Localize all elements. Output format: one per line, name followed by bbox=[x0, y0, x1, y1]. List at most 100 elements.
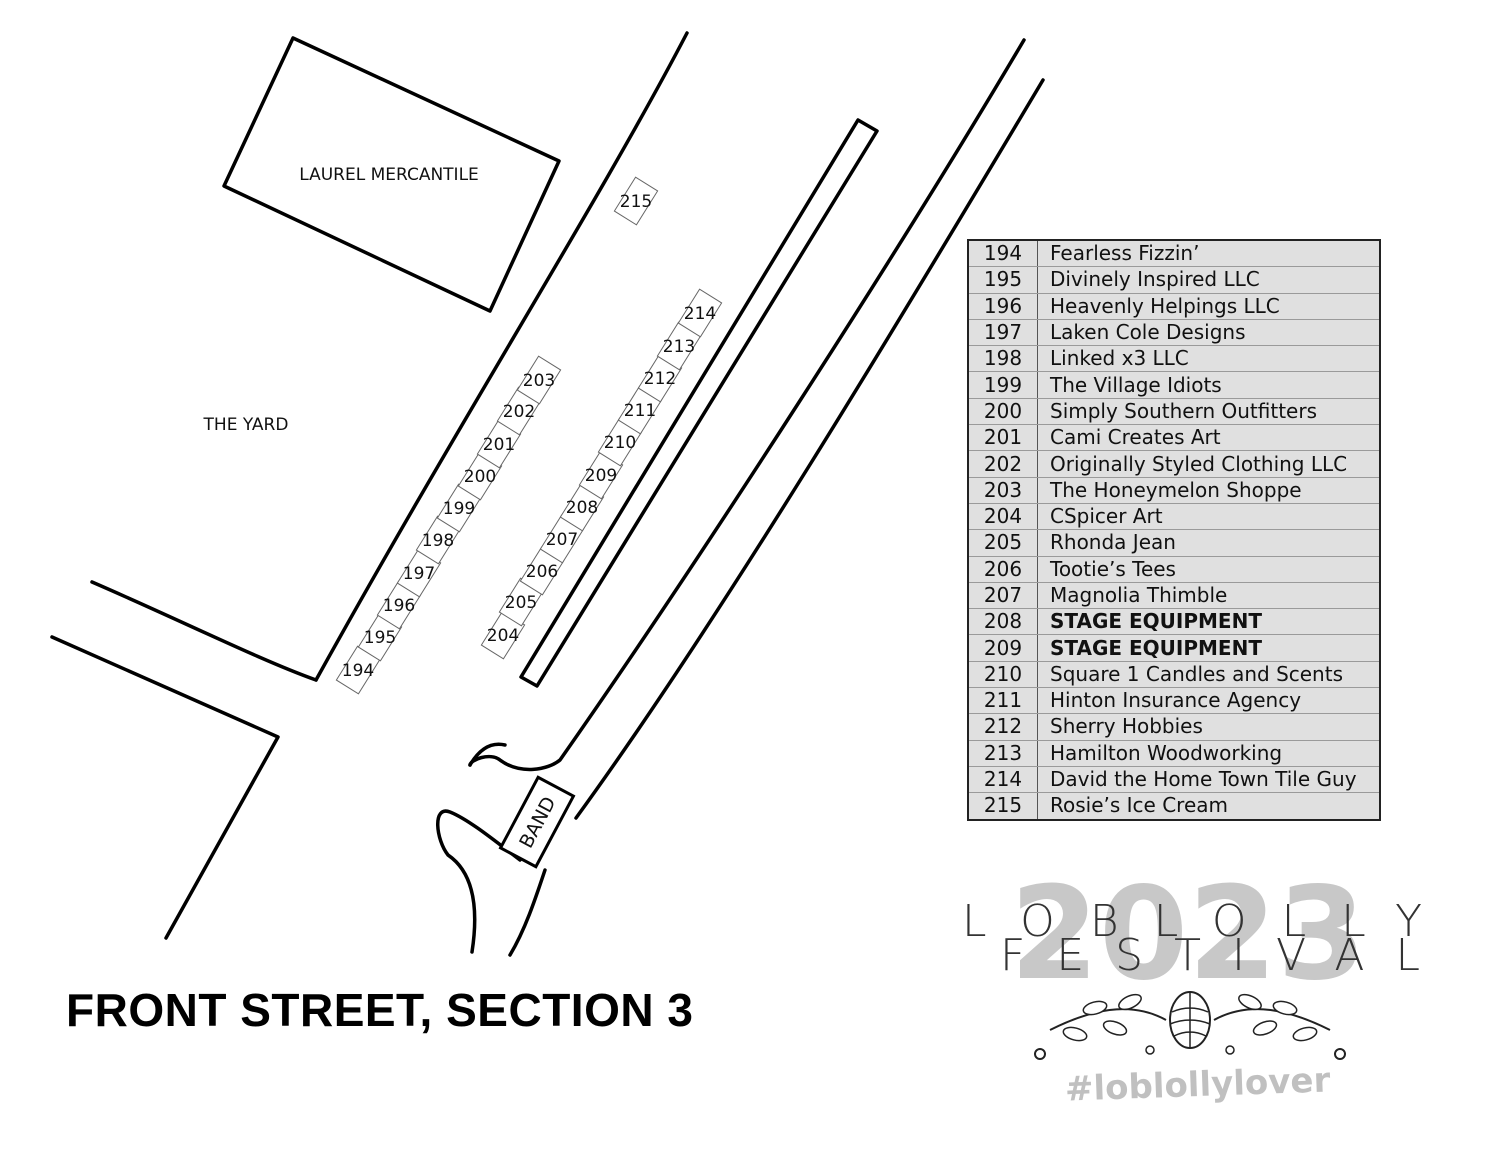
legend-booth-number: 203 bbox=[968, 477, 1038, 504]
legend-vendor-name: The Village Idiots bbox=[1037, 371, 1380, 399]
median-strip bbox=[519, 118, 879, 688]
legend-booth-number: 200 bbox=[968, 398, 1038, 426]
booth-196[interactable]: 196 bbox=[373, 578, 427, 632]
legend-vendor-name: Linked x3 LLC bbox=[1037, 345, 1380, 373]
legend-vendor-name: Hamilton Woodworking bbox=[1037, 740, 1380, 767]
booth-number: 211 bbox=[624, 401, 656, 421]
legend-booth-number: 205 bbox=[968, 529, 1038, 557]
legend-vendor-name: Originally Styled Clothing LLC bbox=[1037, 450, 1380, 478]
legend-vendor-name: Divinely Inspired LLC bbox=[1037, 266, 1380, 294]
legend-booth-number: 204 bbox=[968, 503, 1038, 531]
legend-booth-number: 198 bbox=[968, 345, 1038, 373]
legend-vendor-name: Rosie’s Ice Cream bbox=[1050, 793, 1228, 818]
booth-number: 198 bbox=[422, 531, 454, 551]
legend-booth-number: 208 bbox=[968, 608, 1038, 636]
pinecone-icon bbox=[1034, 991, 1346, 1060]
booth-215[interactable]: 215 bbox=[610, 174, 664, 228]
legend-booth-number: 211 bbox=[968, 687, 1038, 715]
legend-booth-number: 215 bbox=[968, 792, 1038, 820]
street-edge-bottom-right bbox=[508, 868, 547, 957]
legend-booth-number: 206 bbox=[968, 556, 1038, 583]
booth-number: 204 bbox=[487, 626, 519, 646]
legend-booth-number: 212 bbox=[968, 713, 1038, 741]
booth-number: 197 bbox=[403, 564, 435, 584]
booth-number: 203 bbox=[523, 371, 555, 391]
booth-number: 214 bbox=[684, 304, 716, 324]
legend-booth-number: 201 bbox=[968, 424, 1038, 452]
legend-vendor-name: Hinton Insurance Agency bbox=[1037, 687, 1380, 715]
booth-box bbox=[516, 355, 562, 405]
booth-number: 201 bbox=[483, 435, 515, 455]
booth-200[interactable]: 200 bbox=[454, 449, 508, 503]
legend-vendor-name: STAGE EQUIPMENT bbox=[1037, 634, 1380, 662]
booth-number: 202 bbox=[503, 402, 535, 422]
booth-209[interactable]: 209 bbox=[575, 448, 629, 502]
booth-number: 206 bbox=[526, 562, 558, 582]
booth-number: 199 bbox=[443, 499, 475, 519]
logo-hashtag: #loblollylover bbox=[1064, 1060, 1331, 1109]
legend-vendor-name: Sherry Hobbies bbox=[1037, 713, 1380, 741]
booth-number: 200 bbox=[464, 467, 496, 487]
legend-vendor-name: Magnolia Thimble bbox=[1037, 582, 1380, 610]
street-edge-right-inner bbox=[468, 38, 1026, 772]
booth-198[interactable]: 198 bbox=[412, 513, 466, 567]
legend-vendor-name: Square 1 Candles and Scents bbox=[1037, 661, 1380, 689]
booth-number: 215 bbox=[620, 192, 652, 212]
booth-214[interactable]: 214 bbox=[674, 286, 728, 340]
booth-number: 210 bbox=[604, 433, 636, 453]
street-edge-bottom-left bbox=[436, 809, 522, 954]
legend-booth-number: 214 bbox=[968, 766, 1038, 794]
street-edge-right-inner-2 bbox=[468, 742, 507, 767]
booth-203[interactable]: 203 bbox=[513, 353, 567, 407]
legend-booth-number: 209 bbox=[968, 634, 1038, 662]
legend-booth-number: 207 bbox=[968, 582, 1038, 610]
legend-vendor-name: CSpicer Art bbox=[1037, 503, 1380, 531]
booth-number: 213 bbox=[663, 337, 695, 357]
legend-booth-number: 196 bbox=[968, 293, 1038, 320]
booth-box bbox=[613, 176, 659, 226]
booth-195[interactable]: 195 bbox=[354, 610, 408, 664]
street-edge-right-outer bbox=[574, 78, 1045, 820]
legend-vendor-name: STAGE EQUIPMENT bbox=[1037, 608, 1380, 636]
legend-vendor-name: Fearless Fizzin’ bbox=[1037, 240, 1380, 268]
legend-vendor-name: Heavenly Helpings LLC bbox=[1037, 293, 1380, 320]
legend-row: 215 Rosie’s Ice Cream bbox=[968, 792, 1380, 820]
legend-booth-number: 202 bbox=[968, 450, 1038, 478]
booth-box bbox=[677, 288, 723, 338]
logo-year: 2023 bbox=[1010, 860, 1366, 1009]
booth-208[interactable]: 208 bbox=[556, 480, 610, 534]
legend-vendor-name: Cami Creates Art bbox=[1037, 424, 1380, 452]
the-yard-label: THE YARD bbox=[203, 415, 289, 435]
booth-number: 212 bbox=[644, 369, 676, 389]
booth-number: 207 bbox=[546, 530, 578, 550]
street-edge-lower-left bbox=[50, 635, 280, 940]
booth-number: 205 bbox=[505, 593, 537, 613]
legend-booth-number: 195 bbox=[968, 266, 1038, 294]
legend-vendor-name: Tootie’s Tees bbox=[1037, 556, 1380, 583]
legend-vendor-name: Simply Southern Outfitters bbox=[1037, 398, 1380, 426]
loblolly-festival-logo: 2023 LOBLOLLY FESTIVAL #loblollylover bbox=[962, 860, 1422, 1110]
legend-booth-number: 213 bbox=[968, 740, 1038, 767]
legend-vendor-name: Laken Cole Designs bbox=[1037, 319, 1380, 347]
street-edge-left bbox=[314, 31, 689, 682]
page-title: FRONT STREET, SECTION 3 bbox=[66, 984, 694, 1036]
